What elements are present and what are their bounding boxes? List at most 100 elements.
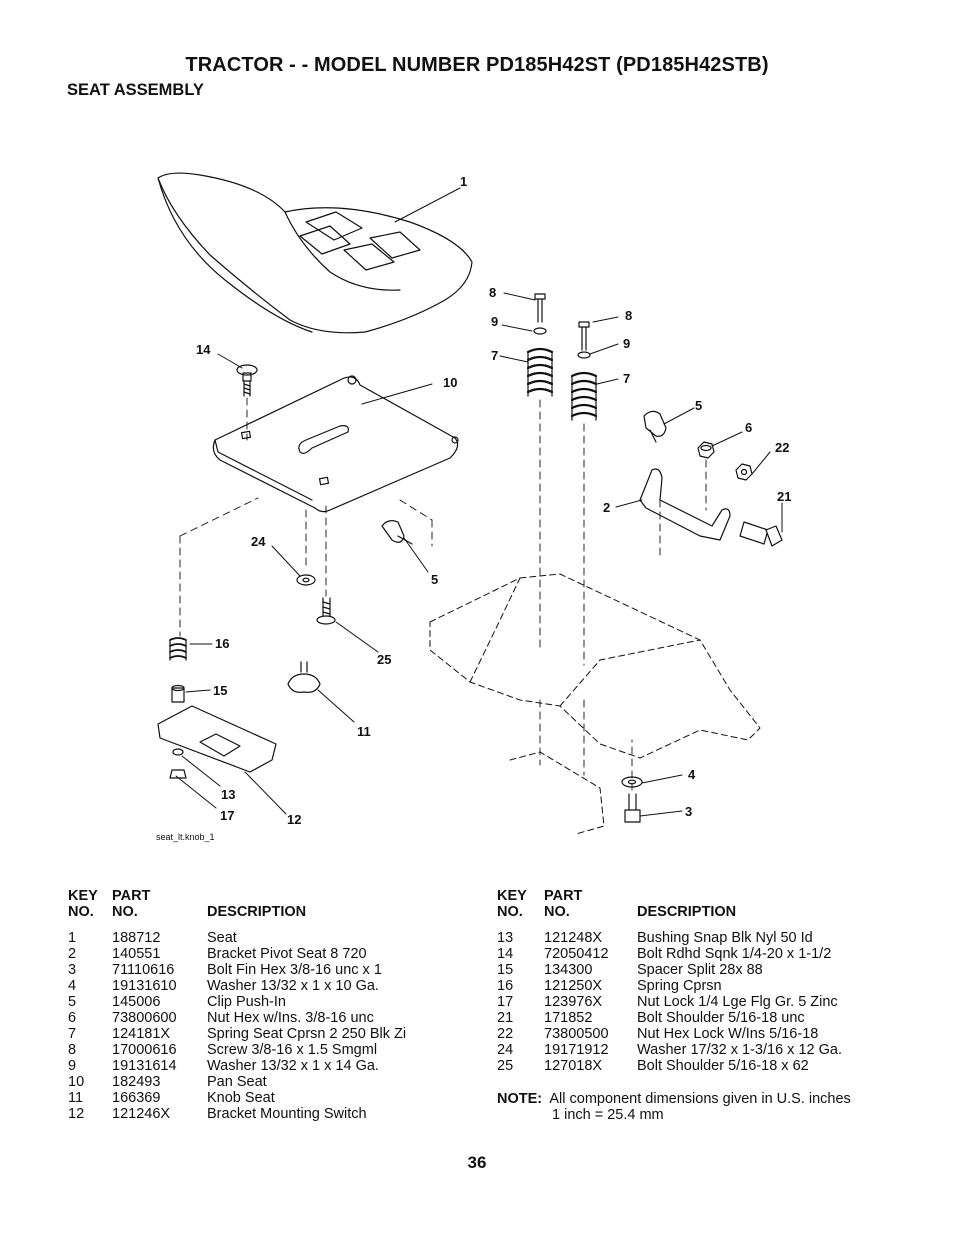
callout-14: 14 bbox=[196, 342, 211, 357]
bolt-3-part bbox=[624, 793, 641, 823]
callout-25: 25 bbox=[377, 652, 391, 667]
part-description: Spacer Split 28x 88 bbox=[637, 962, 763, 978]
callout-9b: 9 bbox=[623, 336, 630, 351]
bushing-13-part bbox=[172, 748, 184, 756]
clip-part-lower bbox=[381, 520, 413, 545]
leader-lines bbox=[175, 187, 783, 817]
part-key: 3 bbox=[68, 962, 77, 978]
spring-16-part bbox=[169, 637, 187, 661]
part-key: 24 bbox=[497, 1042, 514, 1058]
header-key-no: NO. bbox=[68, 904, 94, 920]
part-description: Bolt Shoulder 5/16-18 unc bbox=[637, 1010, 805, 1026]
clip-part bbox=[643, 410, 667, 443]
header-part-no: NO. bbox=[112, 904, 138, 920]
callout-17: 17 bbox=[220, 808, 234, 823]
part-description: Spring Seat Cprsn 2 250 Blk Zi bbox=[207, 1026, 407, 1042]
part-description: Spring Cprsn bbox=[637, 978, 722, 994]
callout-5b: 5 bbox=[431, 572, 438, 587]
part-key: 6 bbox=[68, 1010, 77, 1026]
part-number: 72050412 bbox=[544, 946, 609, 962]
figure-id: seat_lt.knob_1 bbox=[156, 832, 215, 842]
page-title: TRACTOR - - MODEL NUMBER PD185H42ST (PD1… bbox=[185, 54, 769, 76]
part-description: Knob Seat bbox=[207, 1090, 275, 1106]
table-row: 5 145006 Clip Push-In bbox=[68, 994, 447, 1010]
nut-lock-part bbox=[735, 463, 753, 481]
callout-7: 7 bbox=[491, 348, 498, 363]
part-number: 73800500 bbox=[544, 1026, 609, 1042]
part-key: 12 bbox=[68, 1106, 85, 1122]
part-description: Bushing Snap Blk Nyl 50 Id bbox=[637, 930, 813, 946]
part-number: 73800600 bbox=[112, 1010, 177, 1026]
part-number: 166369 bbox=[112, 1090, 161, 1106]
callout-5: 5 bbox=[695, 398, 702, 413]
part-description: Washer 13/32 x 1 x 10 Ga. bbox=[207, 978, 379, 994]
washer-24-part bbox=[296, 574, 316, 586]
part-key: 21 bbox=[497, 1010, 514, 1026]
part-key: 10 bbox=[68, 1074, 85, 1090]
callout-10: 10 bbox=[443, 375, 457, 390]
part-description: Nut Lock 1/4 Lge Flg Gr. 5 Zinc bbox=[637, 994, 838, 1010]
part-number: 188712 bbox=[112, 930, 161, 946]
switch-bracket-part bbox=[157, 705, 277, 773]
spacer-15-part bbox=[171, 684, 185, 703]
callout-labels: 1 8 9 7 8 9 7 14 10 5 6 22 2 21 24 5 16 … bbox=[156, 174, 791, 842]
part-number: 124181X bbox=[112, 1026, 171, 1042]
note-line-2: 1 inch = 25.4 mm bbox=[552, 1107, 664, 1123]
part-description: Bolt Rdhd Sqnk 1/4-20 x 1-1/2 bbox=[637, 946, 832, 962]
callout-3: 3 bbox=[685, 804, 692, 819]
part-key: 1 bbox=[68, 930, 77, 946]
part-description: Nut Hex Lock W/Ins 5/16-18 bbox=[637, 1026, 819, 1042]
part-key: 14 bbox=[497, 946, 514, 962]
callout-2: 2 bbox=[603, 500, 610, 515]
pivot-bracket-part bbox=[639, 468, 731, 541]
part-number: 121250X bbox=[544, 978, 603, 994]
part-number: 17000616 bbox=[112, 1042, 177, 1058]
part-key: 13 bbox=[497, 930, 514, 946]
table-row: 11 166369 Knob Seat bbox=[68, 1090, 447, 1106]
part-key: 7 bbox=[68, 1026, 77, 1042]
header-key: KEY bbox=[497, 888, 527, 904]
exploded-parts-diagram: 1 8 9 7 8 9 7 14 10 5 6 22 2 21 24 5 16 … bbox=[156, 172, 791, 842]
callout-11: 11 bbox=[357, 724, 371, 739]
dimension-note: NOTE: All component dimensions given in … bbox=[497, 1091, 851, 1123]
part-key: 5 bbox=[68, 994, 77, 1010]
spring-assembly-left bbox=[526, 293, 554, 397]
part-description: Screw 3/8-16 x 1.5 Smgml bbox=[207, 1042, 378, 1058]
callout-8b: 8 bbox=[625, 308, 632, 323]
part-key: 2 bbox=[68, 946, 77, 962]
seat-pan-part bbox=[212, 375, 459, 513]
page-number: 36 bbox=[467, 1153, 487, 1172]
part-key: 16 bbox=[497, 978, 514, 994]
part-number: 71110616 bbox=[112, 962, 175, 978]
bolt-14-part bbox=[236, 364, 258, 397]
part-key: 15 bbox=[497, 962, 514, 978]
part-number: 145006 bbox=[112, 994, 161, 1010]
part-key: 11 bbox=[68, 1090, 84, 1106]
part-number: 121246X bbox=[112, 1106, 171, 1122]
table-row: 16 121250X Spring Cprsn bbox=[497, 978, 877, 994]
callout-8: 8 bbox=[489, 285, 496, 300]
part-description: Bracket Mounting Switch bbox=[207, 1106, 367, 1122]
section-title: SEAT ASSEMBLY bbox=[67, 81, 204, 99]
part-description: Clip Push-In bbox=[207, 994, 286, 1010]
part-number: 19131610 bbox=[112, 978, 177, 994]
note-label: NOTE: bbox=[497, 1091, 543, 1107]
callout-22: 22 bbox=[775, 440, 789, 455]
part-description: Bolt Shoulder 5/16-18 x 62 bbox=[637, 1058, 809, 1074]
part-number: 19131614 bbox=[112, 1058, 177, 1074]
spring-assembly-right bbox=[570, 321, 598, 421]
assembly-lines bbox=[179, 397, 707, 791]
callout-24: 24 bbox=[251, 534, 266, 549]
callout-12: 12 bbox=[287, 812, 301, 827]
